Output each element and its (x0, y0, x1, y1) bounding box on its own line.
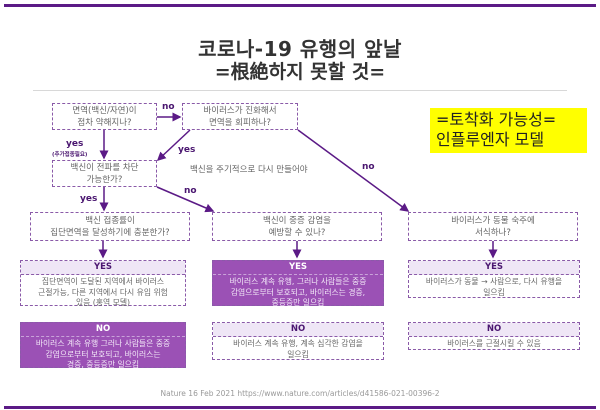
outcome-animal-no: NO 바이러스를 근절시킬 수 있음 (408, 322, 580, 350)
question-block-transmission: 백신이 전파를 차단 가능한가? (52, 160, 157, 187)
outcome-yes-text: 바이러스가 동물 → 사람으로, 다시 유행을 일으킴 (425, 277, 563, 297)
outcome-no-text: 바이러스 계속 유행, 계속 심각한 감염을 일으킴 (233, 339, 363, 359)
page-subtitle: =根絶하지 못할 것= (214, 61, 386, 83)
outcome-severe-no: NO 바이러스 계속 유행, 계속 심각한 감염을 일으킴 (212, 322, 384, 360)
outcome-no-label: NO (21, 323, 185, 337)
outcome-no-text: 바이러스를 근절시킬 수 있음 (447, 339, 541, 348)
edge-label-evolve-yes: yes (178, 145, 196, 155)
question-virus-evolve: 바이러스가 진화해서 면역을 회피하나? (182, 103, 298, 130)
arrow-evolve-yes (156, 129, 191, 162)
edge-label-wane-no: no (162, 102, 175, 112)
question-prevent-severe: 백신이 중증 감염을 예방할 수 있나? (212, 212, 382, 241)
page-title: 코로나-19 유행의 앞날 (198, 37, 402, 61)
edge-label-block-no: no (184, 186, 197, 196)
arrow-evolve-no (297, 129, 410, 212)
question-immunity-wane: 면역(백신/자연)이 점차 약해지나? (52, 103, 157, 130)
bottom-rule (4, 406, 596, 409)
outcome-severe-yes: YES 바이러스 계속 유행, 그러나 사람들은 중증 감염으로부터 보호되고,… (212, 260, 384, 307)
outcome-yes-label: YES (409, 261, 579, 275)
question-herd-immunity: 백신 접종률이 집단면역을 달성하기에 충분한가? (30, 212, 190, 241)
outcome-herd-yes: YES 집단면역이 도달된 지역에서 바이러스 근절가능, 다른 지역에서 다시… (20, 260, 186, 307)
endemic-callout: =토착화 가능성= 인플루엔자 모델 (430, 108, 587, 153)
outcome-yes-text: 집단면역이 도달된 지역에서 바이러스 근절가능, 다른 지역에서 다시 유입 … (38, 277, 168, 307)
outcome-yes-label: YES (21, 261, 185, 275)
outcome-animal-yes: YES 바이러스가 동물 → 사람으로, 다시 유행을 일으킴 (408, 260, 580, 298)
outcome-yes-label: YES (213, 261, 383, 275)
edge-label-block-yes: yes (80, 194, 98, 204)
arrow-block-no (156, 186, 215, 213)
edge-note-revaccinate: 백신을 주기적으로 다시 만들어야 (190, 165, 308, 175)
outcome-no-text: 바이러스 계속 유행 그러나 사람들은 중증 감염으로부터 보호되고, 바이러스… (35, 339, 171, 369)
edge-label-evolve-no: no (362, 162, 375, 172)
edge-note-booster: (추가접종필요) (52, 152, 88, 158)
top-rule (4, 4, 596, 7)
edge-label-wane-yes: yes (66, 139, 84, 149)
outcome-no-label: NO (213, 323, 383, 337)
outcome-herd-no: NO 바이러스 계속 유행 그러나 사람들은 중증 감염으로부터 보호되고, 바… (20, 322, 186, 369)
outcome-yes-text: 바이러스 계속 유행, 그러나 사람들은 중증 감염으로부터 보호되고, 바이러… (229, 277, 367, 307)
question-animal-host: 바이러스가 동물 숙주에 서식하나? (408, 212, 578, 241)
outcome-no-label: NO (409, 323, 579, 337)
source-citation: Nature 16 Feb 2021 https://www.nature.co… (160, 389, 440, 398)
title-divider (33, 90, 567, 91)
